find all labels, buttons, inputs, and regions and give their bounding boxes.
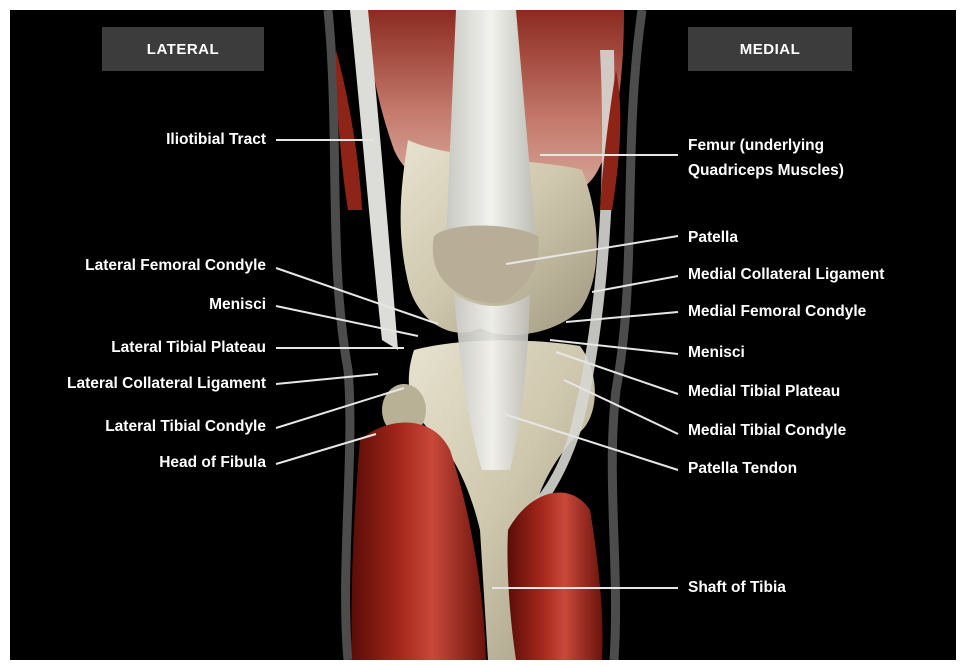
label-lateral-collateral-ligament: Lateral Collateral Ligament <box>67 374 266 394</box>
label-iliotibial-tract: Iliotibial Tract <box>166 130 266 150</box>
label-lateral-tibial-condyle: Lateral Tibial Condyle <box>105 417 266 437</box>
label-medial-tibial-plateau: Medial Tibial Plateau <box>688 382 840 402</box>
label-medial-femoral-condyle: Medial Femoral Condyle <box>688 302 866 322</box>
label-lateral-tibial-plateau: Lateral Tibial Plateau <box>111 338 266 358</box>
label-medial-menisci: Menisci <box>688 343 745 363</box>
medial-calf-muscles <box>507 493 602 660</box>
label-medial-collateral-ligament: Medial Collateral Ligament <box>688 265 884 285</box>
leader-lateral-collateral-ligament <box>276 374 378 384</box>
label-shaft-of-tibia: Shaft of Tibia <box>688 578 786 598</box>
medial-header: MEDIAL <box>688 27 852 71</box>
label-patella: Patella <box>688 228 738 248</box>
label-femur-line2: Quadriceps Muscles) <box>688 161 844 181</box>
label-patella-tendon: Patella Tendon <box>688 459 797 479</box>
label-femur-line1: Femur (underlying <box>688 136 824 156</box>
diagram-canvas: LATERAL MEDIAL Iliotibial Tract Lateral … <box>10 10 956 660</box>
label-medial-tibial-condyle: Medial Tibial Condyle <box>688 421 846 441</box>
label-lateral-menisci: Menisci <box>209 295 266 315</box>
label-head-of-fibula: Head of Fibula <box>159 453 266 473</box>
lateral-header: LATERAL <box>102 27 264 71</box>
label-lateral-femoral-condyle: Lateral Femoral Condyle <box>85 256 266 276</box>
knee-anatomy-illustration <box>10 10 956 660</box>
